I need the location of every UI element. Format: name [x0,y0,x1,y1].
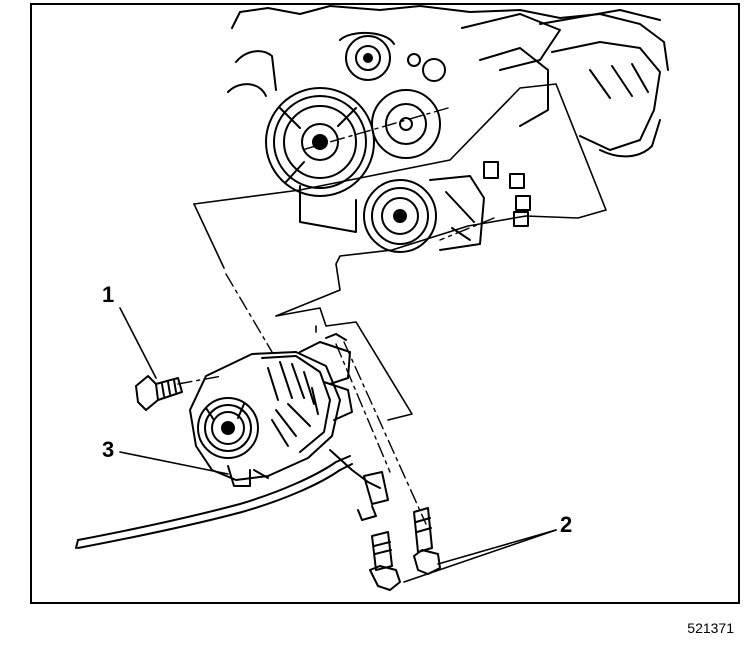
wiring-harness [75,449,389,549]
bracket-bolts [483,161,531,227]
mounting-bracket-outline [193,83,607,421]
callout-leaders [119,307,557,583]
callout-3: 3 [102,437,115,462]
figure-id: 521371 [687,620,734,636]
alignment-lines [177,107,495,525]
pivot-bolt [135,375,183,411]
crankshaft-pulley [265,87,375,197]
engine-block [227,5,669,233]
alternator [189,333,353,487]
tensioner-pulley [363,175,485,253]
callout-2: 2 [560,512,573,537]
mounting-bolts [369,507,441,591]
callout-1: 1 [102,282,115,307]
upper-pulleys [339,31,441,159]
diagram-frame [30,3,740,604]
